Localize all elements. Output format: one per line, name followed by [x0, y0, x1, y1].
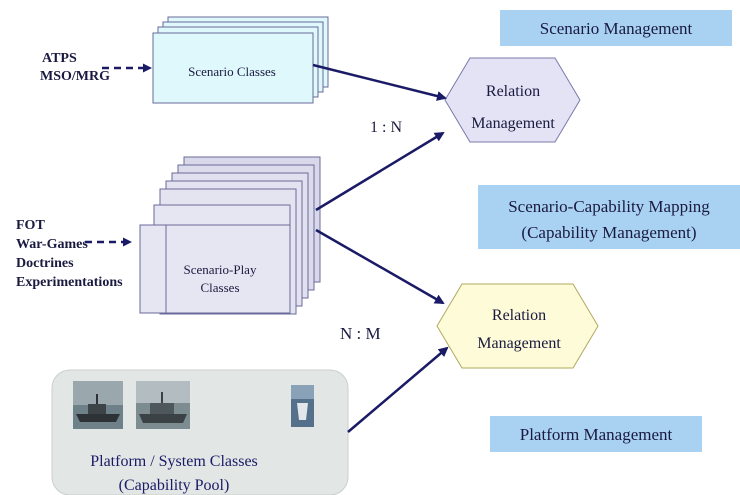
pool-box [51, 369, 349, 495]
label-box [500, 10, 732, 46]
relation-management-top: Relation Management [444, 57, 581, 143]
arrow-play-to-relation-top [315, 131, 445, 212]
scenario-play-text: Scenario-Play [184, 262, 257, 277]
scenario-management-text: Scenario Management [540, 19, 693, 38]
scenario-capability-mapping-label: Scenario-Capability Mapping (Capability … [478, 185, 740, 249]
platform-management-text: Platform Management [520, 425, 673, 444]
relation-text: Relation [492, 307, 546, 324]
input-atps: ATPS [42, 51, 77, 66]
platform-management-label: Platform Management [490, 416, 702, 452]
cardinality-n-m: N : M [340, 324, 381, 343]
scenario-management-label: Scenario Management [500, 10, 732, 46]
input-mso-mrg: MSO/MRG [40, 69, 110, 84]
scenario-capability-mapping-text: Scenario-Capability Mapping [508, 197, 710, 216]
label-box [490, 416, 702, 452]
capability-pool-text: (Capability Pool) [119, 477, 230, 494]
ship-photo-2 [136, 381, 190, 429]
hexagon-shape [436, 283, 599, 369]
label-box [478, 185, 740, 249]
relation-management-bottom: Relation Management [436, 283, 599, 369]
arrow-play-to-relation-bottom [315, 228, 445, 305]
arrow-pool-to-relation-bottom [347, 346, 449, 433]
scenario-classes-text: Scenario Classes [188, 64, 276, 79]
stack-card-front [139, 224, 291, 314]
cardinality-1-n: 1 : N [370, 119, 402, 136]
platform-system-classes-text: Platform / System Classes [90, 453, 258, 470]
relation-text: Relation [486, 83, 540, 100]
input-sources-top: ATPS MSO/MRG [40, 51, 110, 84]
ship-photo-1 [73, 381, 123, 429]
scenario-classes-stack: Scenario Classes [152, 16, 329, 104]
stack-card [152, 32, 314, 104]
classes-text: Classes [201, 280, 240, 295]
capability-pool: Platform / System Classes (Capability Po… [51, 369, 349, 495]
hexagon-shape [444, 57, 581, 143]
scenario-play-classes-stack: Scenario-Play Classes [139, 156, 321, 315]
input-sources-middle: FOT War-Games Doctrines Experimentations [16, 218, 123, 290]
input-war-games: War-Games [16, 237, 88, 252]
ship-photo-3 [291, 385, 314, 427]
input-fot: FOT [16, 218, 45, 233]
arrow-scenario-to-relation-top [312, 63, 447, 101]
capability-management-text: (Capability Management) [521, 223, 696, 242]
management-text: Management [477, 335, 561, 352]
management-text: Management [471, 115, 555, 132]
input-experimentations: Experimentations [16, 275, 123, 290]
input-doctrines: Doctrines [16, 256, 74, 271]
